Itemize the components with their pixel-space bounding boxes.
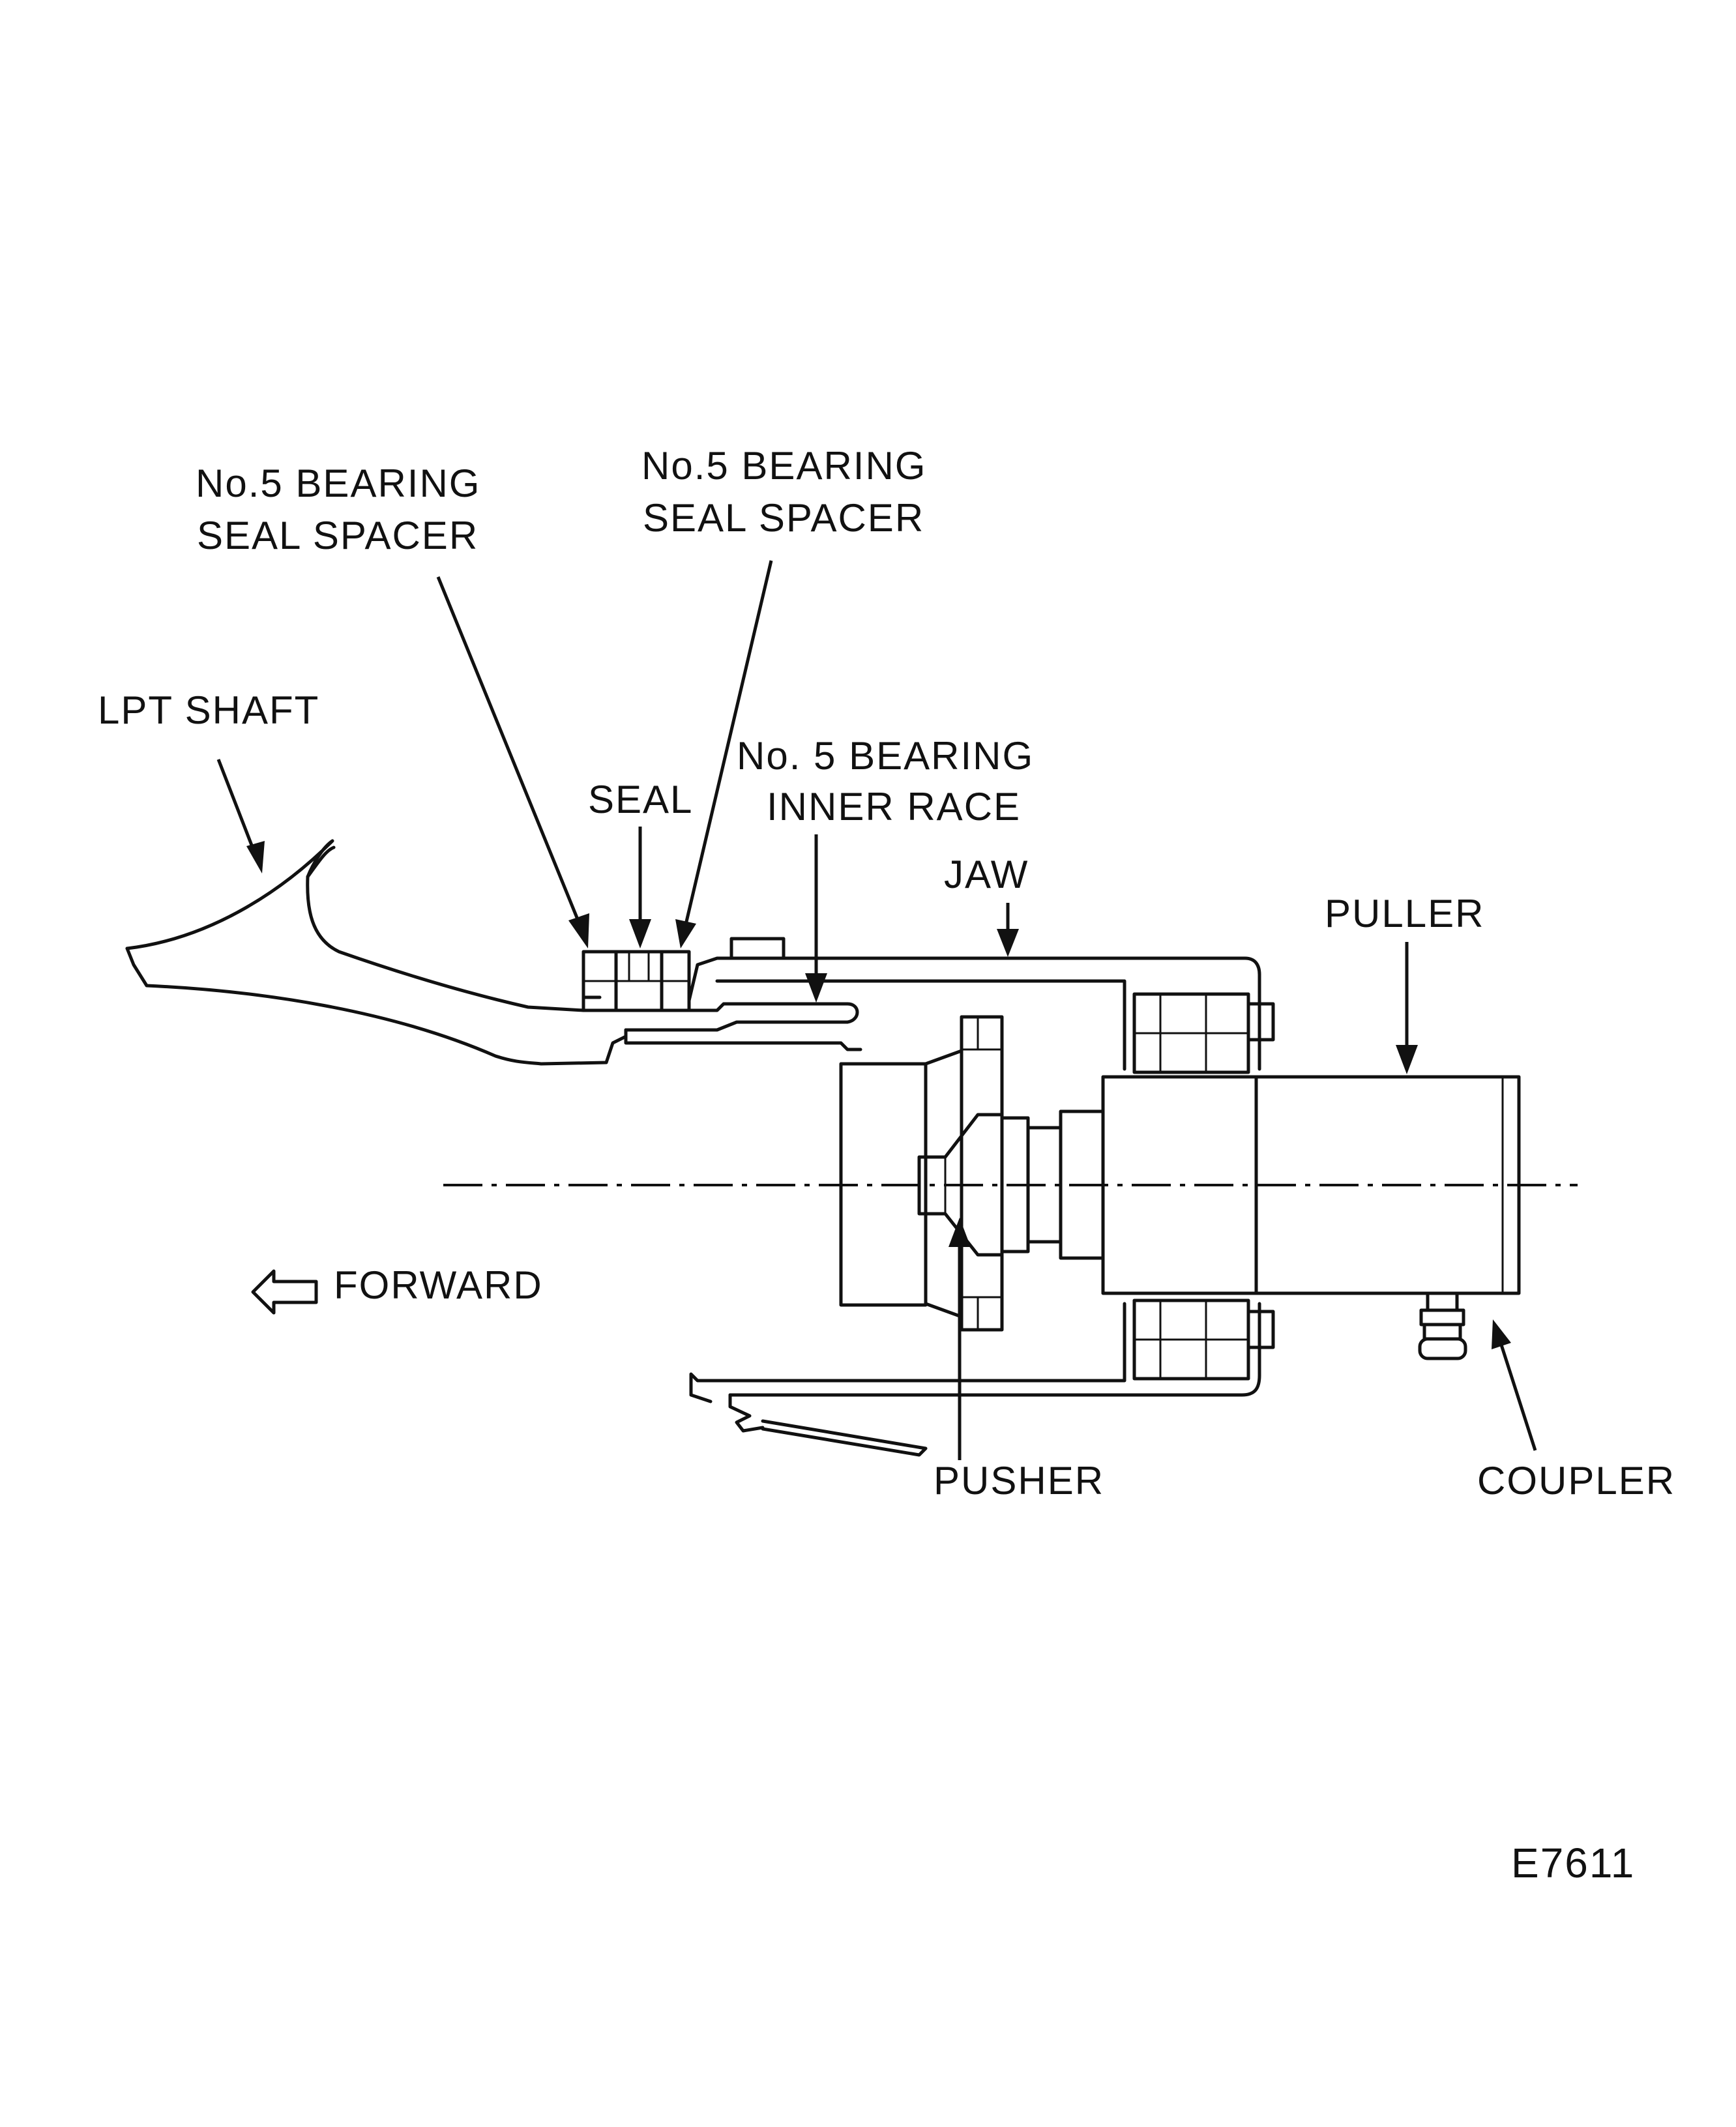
label-seal-spacer-right-line2: SEAL SPACER [643, 496, 924, 540]
coupler [1418, 1291, 1467, 1360]
seal-spacer-right [660, 950, 691, 1012]
leader-lpt-shaft [216, 759, 265, 873]
label-seal-spacer-right-line1: No.5 BEARING [641, 444, 926, 488]
label-seal-spacer-left-line2: SEAL SPACER [197, 514, 478, 557]
label-pusher: PUSHER [934, 1459, 1104, 1503]
left-arrow-outline-icon [251, 1269, 318, 1315]
label-jaw: JAW [944, 853, 1029, 896]
puller-body [1101, 1075, 1521, 1295]
leader-seal [629, 827, 651, 948]
leader-seal-spacer-left [436, 576, 589, 948]
leader-coupler [1492, 1319, 1537, 1451]
leader-inner-race [805, 834, 827, 1003]
label-inner-race-line1: No. 5 BEARING [737, 734, 1034, 778]
jaw-lower [689, 1302, 1261, 1457]
label-forward: FORWARD [334, 1263, 543, 1307]
pusher [917, 1113, 1004, 1257]
figure-id: E7611 [1511, 1840, 1635, 1886]
jaw-bolt-upper [1132, 992, 1275, 1074]
bearing-inner-race [624, 1002, 862, 1051]
label-lpt-shaft: LPT SHAFT [98, 688, 319, 732]
seal [614, 950, 664, 1012]
label-inner-race-line2: INNER RACE [767, 785, 1021, 829]
leader-jaw [997, 903, 1019, 957]
label-puller: PULLER [1325, 892, 1484, 935]
pusher-plate [839, 1015, 1004, 1332]
lpt-shaft [125, 839, 628, 1066]
seal-spacer-left [581, 950, 618, 1012]
leader-seal-spacer-right [675, 560, 773, 948]
label-coupler: COUPLER [1477, 1459, 1675, 1503]
label-seal: SEAL [588, 778, 693, 821]
label-seal-spacer-left-line1: No.5 BEARING [196, 462, 480, 505]
puller-screw [1000, 1109, 1105, 1260]
leader-puller [1396, 942, 1418, 1074]
leader-pusher [949, 1218, 971, 1460]
jaw-upper [687, 937, 1261, 1071]
jaw-bolt-lower [1132, 1298, 1275, 1381]
